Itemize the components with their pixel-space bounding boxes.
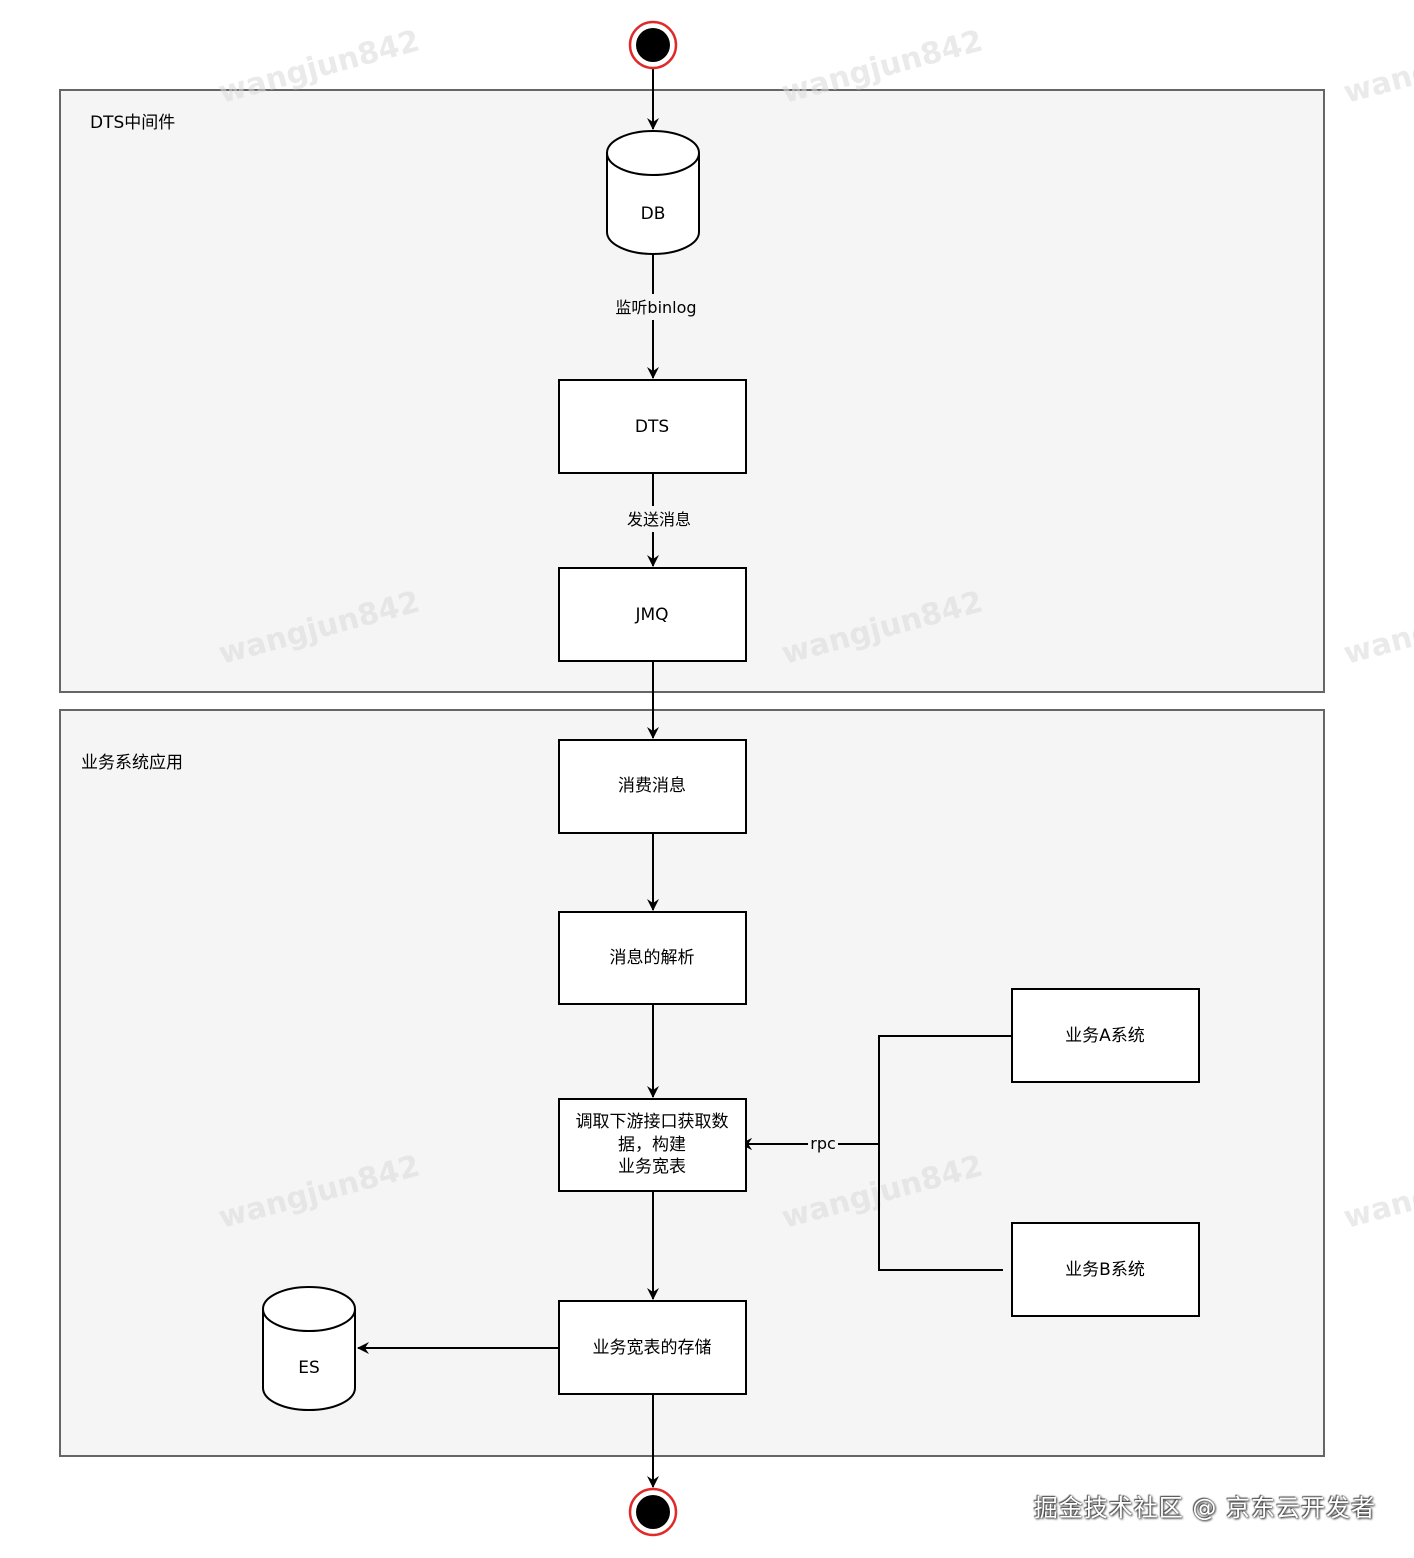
end-terminal (628, 1487, 678, 1537)
es-cylinder: ES (262, 1286, 356, 1411)
edge-label-listen-binlog: 监听binlog (615, 298, 696, 317)
edge-label-rpc: rpc (810, 1134, 836, 1153)
group-dts-label: DTS中间件 (90, 113, 175, 133)
system-a-label: 业务A系统 (1065, 1026, 1145, 1046)
edge-label-send-message: 发送消息 (627, 510, 691, 529)
build-wide-table-label-line1: 调取下游接口获取数 (576, 1112, 729, 1132)
parse-message-node (558, 911, 747, 1005)
store-wide-table-label: 业务宽表的存储 (593, 1338, 712, 1358)
edge-rpc-bracket (878, 1035, 1011, 1271)
jmq-label: JMQ (634, 605, 668, 625)
edge-label-bg (808, 1132, 838, 1154)
edge-label-bg (612, 294, 698, 320)
group-app-label: 业务系统应用 (81, 753, 183, 773)
consume-message-node (558, 739, 747, 834)
build-wide-table-node (558, 1098, 747, 1192)
build-wide-table-label-line3: 业务宽表 (618, 1157, 686, 1177)
edge-label-bg (620, 506, 696, 532)
jmq-node (558, 567, 747, 662)
watermark-text: wangjun842 (1340, 23, 1414, 110)
watermark-text: wangjun842 (1340, 1148, 1414, 1235)
es-label: ES (298, 1358, 320, 1378)
system-b-label: 业务B系统 (1065, 1260, 1145, 1280)
footer-credit: 掘金技术社区 @ 京东云开发者 (1033, 1494, 1376, 1522)
db-cylinder: DB (606, 130, 700, 255)
dts-node (558, 379, 747, 474)
store-wide-table-node (558, 1300, 747, 1395)
watermark-text: wangjun842 (1340, 584, 1414, 671)
db-label: DB (641, 204, 666, 224)
parse-message-label: 消息的解析 (610, 948, 695, 968)
start-terminal (628, 20, 678, 70)
dts-label: DTS (635, 417, 669, 437)
system-b-node (1011, 1222, 1200, 1317)
system-a-node (1011, 988, 1200, 1083)
consume-message-label: 消费消息 (618, 776, 686, 796)
build-wide-table-label-line2: 据，构建 (618, 1135, 686, 1155)
